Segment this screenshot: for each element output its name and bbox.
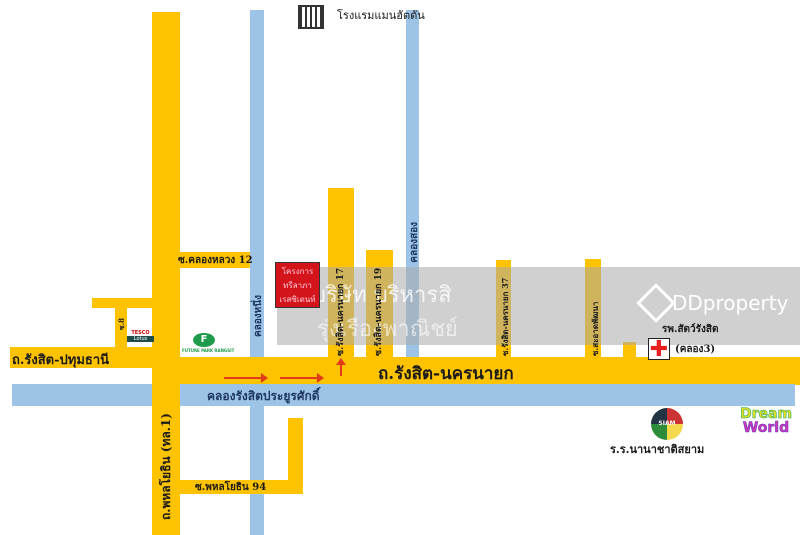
label-phahon: ถ.พหลโยธิน (ทล.1)	[159, 413, 173, 520]
label-school: ร.ร.นานาชาติสยาม	[610, 443, 705, 456]
label-soi17: ซ.รังสิต-นครนายก 17	[336, 267, 346, 356]
hotel-building-icon	[298, 5, 324, 29]
direction-arrow-up-head	[336, 358, 346, 365]
future-park-logo-icon: F	[193, 333, 215, 347]
road-khlongluang12	[180, 252, 250, 268]
canal-rangsit	[12, 384, 795, 406]
label-west-road: ถ.รังสิต-ปทุมธานี	[12, 353, 110, 368]
road-rangsit-nakhonnayok	[152, 357, 800, 385]
dreamworld-text-1: Dream	[740, 406, 793, 422]
hospital-cross-icon: ✚	[648, 337, 670, 362]
label-soi19: ซ.รังสิต-นครนายก 19	[374, 267, 384, 356]
lotus-text: Lotus	[127, 336, 154, 342]
direction-arrow-up	[340, 364, 342, 376]
label-hotel: โรงแรมแมนฮัตตัน	[337, 9, 425, 22]
tesco-lotus-logo: TESCO Lotus	[127, 330, 154, 346]
watermark-band: บริษัท บริหารสิ รุ่งเรืองพาณิชย์ DDprope…	[277, 267, 800, 345]
label-khlong1: คลองหนึ่ง	[253, 295, 264, 338]
ddproperty-logo-icon	[636, 283, 676, 323]
tesco-text: TESCO	[131, 330, 150, 336]
dreamworld-logo: Dream World	[740, 406, 793, 436]
label-hospital-sub: (คลอง3)	[675, 344, 716, 355]
direction-arrow	[280, 373, 324, 383]
label-phahon94: ซ.พหลโยธิน 94	[195, 482, 267, 493]
label-khlongluang12: ซ.คลองหลวง 12	[178, 255, 253, 266]
label-soi8: ซ.8	[117, 318, 126, 331]
canal-khlong1	[250, 10, 264, 535]
road-phahonyothin	[152, 12, 180, 535]
watermark-line2: รุ่งเรืองพาณิชย์	[317, 317, 458, 342]
watermark-brand: DDproperty	[672, 291, 789, 315]
label-hospital: รพ.สัตว์รังสิต	[662, 324, 719, 335]
label-soi-saat: ซ.สะอาดพัฒนา	[590, 301, 600, 356]
label-future-park: FUTURE PARK RANGSIT	[182, 348, 235, 353]
watermark-line1: บริษัท บริหารสิ	[312, 283, 452, 308]
road-phahon-overlap	[152, 380, 180, 410]
label-soi37: ซ.รังสิต-นครนายก 37	[500, 277, 510, 356]
project-marker: โครงการ ทรีลาภา เรสซิเดนท์	[275, 262, 320, 308]
label-khlong2: คลองสอง	[409, 222, 420, 263]
label-main-road: ถ.รังสิต-นครนายก	[378, 364, 514, 384]
label-khlong-rangsit: คลองรังสิตประยูรศักดิ์	[207, 389, 320, 403]
road-phahon94-h	[180, 480, 303, 494]
road-soi8-v	[115, 298, 127, 350]
road-stub	[623, 342, 636, 358]
direction-arrow	[224, 373, 268, 383]
road-rangsit-pathum	[10, 347, 155, 368]
siam-school-logo: SIAM	[651, 408, 683, 440]
road-phahon94-v	[288, 418, 303, 494]
dreamworld-text-2: World	[742, 420, 790, 436]
